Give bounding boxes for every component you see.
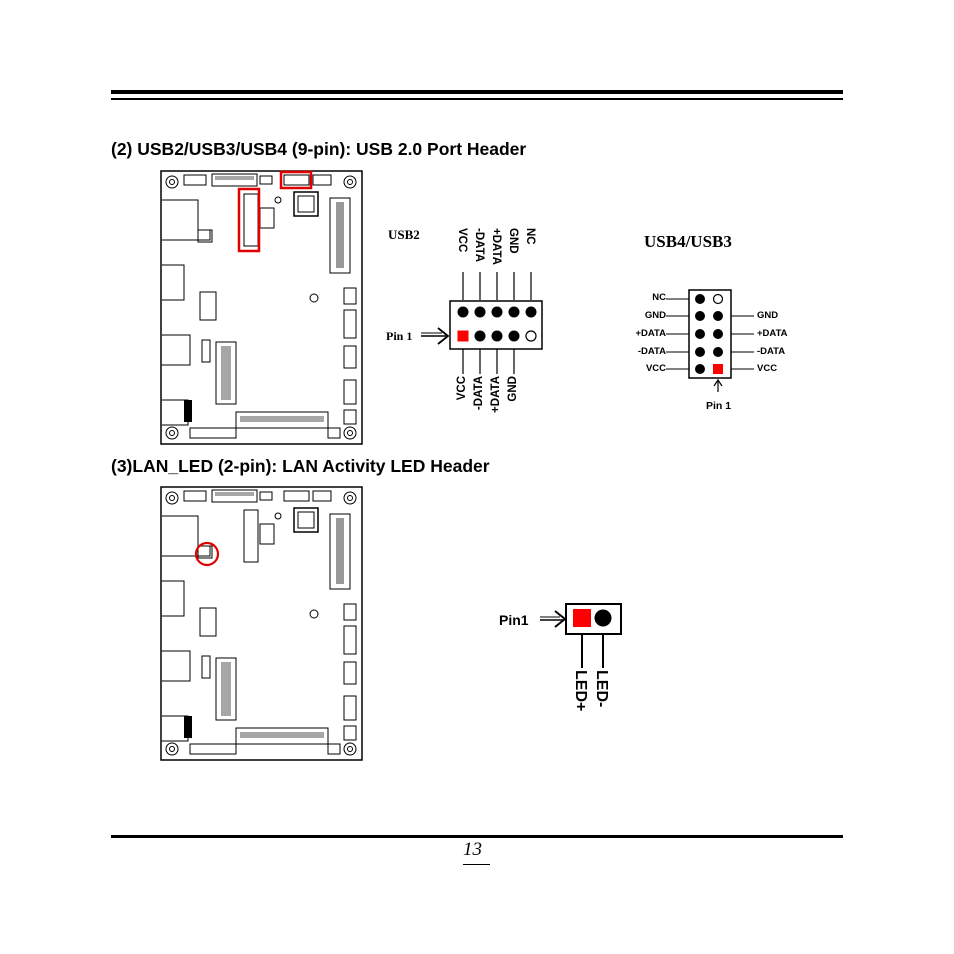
usb34-right-label: GND <box>757 310 779 321</box>
usb34-left-label: GND <box>644 310 666 321</box>
usb34-left-label: -DATA <box>637 346 666 357</box>
header-rule-thick <box>111 90 843 94</box>
usb34-header-diagram <box>666 289 754 392</box>
usb2-label: USB2 <box>388 227 420 242</box>
usb34-right-label: +DATA <box>757 328 788 339</box>
section-lan-title: (3)LAN_LED (2-pin): LAN Activity LED Hea… <box>111 456 490 476</box>
usb2-bottom-labels: VCC -DATA +DATA GND <box>448 376 544 424</box>
usb34-right-label: VCC <box>757 363 778 374</box>
usb34-left-label: +DATA <box>635 328 666 339</box>
usb2-header-diagram <box>421 272 543 374</box>
lan-led-plus-label: LED+ <box>572 670 589 712</box>
usb2-top-label: NC <box>524 228 536 245</box>
usb34-label: USB4/USB3 <box>644 232 732 251</box>
footer-rule <box>111 835 843 838</box>
page-number-underline <box>463 864 490 865</box>
board-diagram-lan <box>160 486 363 761</box>
usb34-right-labels: GND +DATA -DATA VCC <box>757 291 817 381</box>
usb2-pin1-label: Pin 1 <box>386 329 413 343</box>
usb34-right-label: -DATA <box>757 346 786 357</box>
usb2-top-label: VCC <box>456 228 468 253</box>
usb2-top-label: -DATA <box>473 228 485 263</box>
page-number: 13 <box>463 839 482 860</box>
lan-led-header-diagram <box>540 603 622 668</box>
usb34-left-label: NC <box>652 292 666 303</box>
usb34-left-labels: NC GND +DATA -DATA VCC <box>610 291 666 381</box>
section-usb-title: (2) USB2/USB3/USB4 (9-pin): USB 2.0 Port… <box>111 139 527 159</box>
lan-led-minus-label: LED- <box>593 670 610 708</box>
usb34-pin1-label: Pin 1 <box>706 400 732 412</box>
usb2-bottom-label: GND <box>507 376 519 402</box>
usb2-top-labels: VCC -DATA +DATA GND NC <box>448 228 544 276</box>
usb2-top-label: +DATA <box>490 228 502 265</box>
usb34-left-label: VCC <box>645 363 666 374</box>
board-diagram-usb <box>160 170 363 445</box>
usb2-bottom-label: VCC <box>456 376 468 401</box>
usb2-top-label: GND <box>507 228 519 254</box>
usb2-bottom-label: +DATA <box>490 376 502 413</box>
usb2-bottom-label: -DATA <box>473 376 485 411</box>
header-rule-thin <box>111 98 843 100</box>
lan-led-pin1-label: Pin1 <box>499 612 529 628</box>
